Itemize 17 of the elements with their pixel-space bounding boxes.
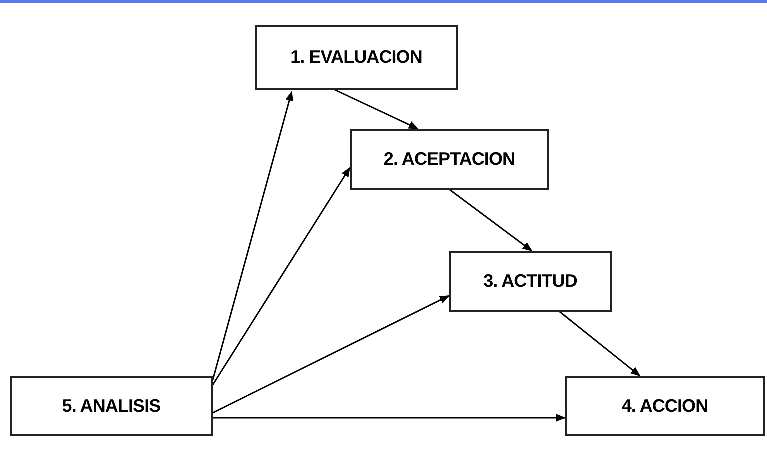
box-label: 5. ANALISIS (62, 394, 161, 418)
arrow (213, 414, 566, 422)
box-label: 3. ACTITUD (484, 270, 578, 293)
arrow (212, 167, 351, 386)
process-box (449, 251, 612, 312)
box-label: 4. ACCION (622, 394, 708, 418)
process-box (350, 129, 549, 190)
arrow (334, 89, 419, 130)
box-label: 1. EVALUACION (290, 46, 422, 69)
arrow (212, 295, 450, 414)
box-label: 2. ACEPTACION (384, 148, 516, 171)
process-box (565, 376, 765, 436)
arrow (212, 90, 294, 380)
process-box (10, 376, 213, 436)
arrow (450, 189, 533, 252)
arrow (560, 311, 641, 377)
process-box (255, 25, 458, 90)
